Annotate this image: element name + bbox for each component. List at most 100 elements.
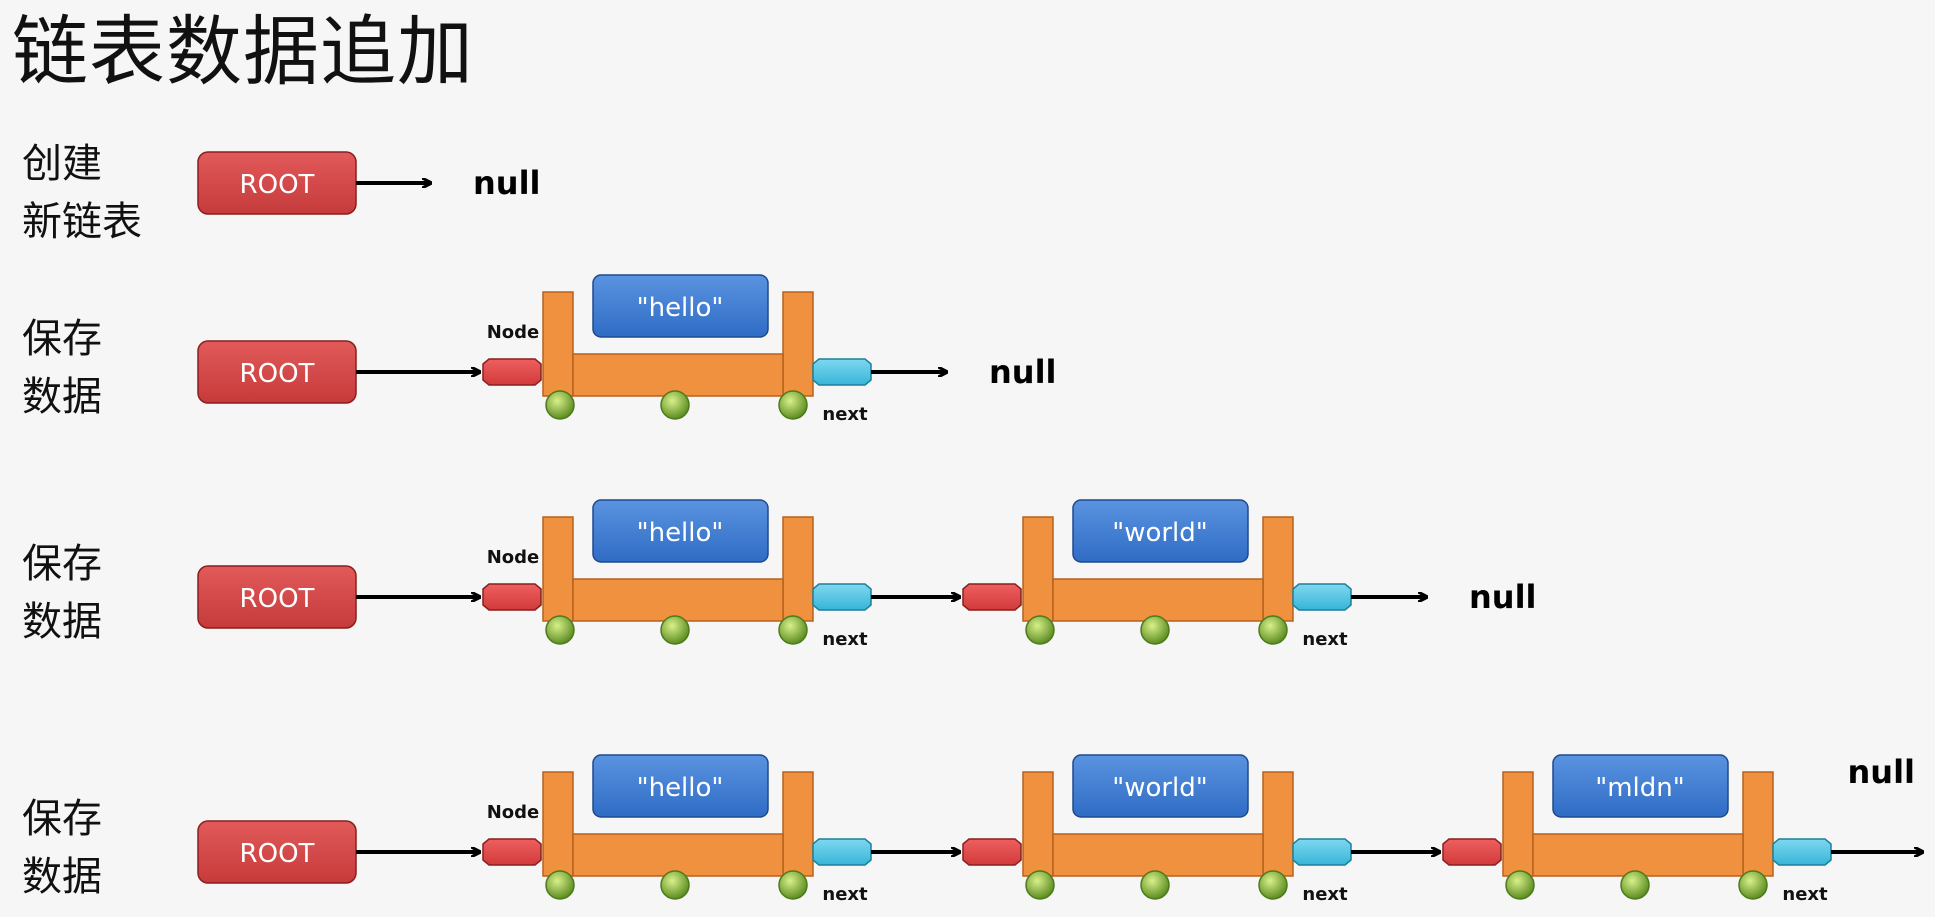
row-label-line2: 数据: [22, 599, 102, 645]
node-wheel: [1738, 870, 1768, 900]
row-label-line1: 保存: [22, 541, 102, 587]
row-label-save-3: 保存 数据: [22, 790, 162, 906]
list-node: Node "hello" next: [487, 499, 868, 650]
list-node: Node "hello" next: [487, 754, 868, 905]
data-box: [1072, 754, 1249, 818]
null-label: null: [1469, 578, 1537, 616]
next-label: next: [822, 884, 868, 905]
root-box: ROOT: [197, 820, 357, 884]
next-handle: [812, 358, 872, 386]
root-label: ROOT: [240, 359, 315, 389]
node-wheel: [1258, 615, 1288, 645]
root-box: ROOT: [197, 565, 357, 629]
next-label: next: [822, 629, 868, 650]
node-frame-base: [572, 833, 784, 877]
next-handle: [1292, 583, 1352, 611]
node-frame-left: [1502, 771, 1534, 877]
page-title: 链表数据追加: [12, 7, 474, 96]
node-frame-right: [782, 291, 814, 397]
root-box: ROOT: [197, 340, 357, 404]
row-label-line1: 创建: [22, 141, 102, 187]
data-box: [592, 274, 769, 338]
node-wheel: [778, 870, 808, 900]
data-value: "hello": [637, 518, 724, 548]
node-wheel: [1140, 870, 1170, 900]
next-label: next: [1302, 884, 1348, 905]
row-label-line2: 数据: [22, 854, 102, 900]
node-wheel: [660, 615, 690, 645]
next-handle: [812, 838, 872, 866]
row-label-save-1: 保存 数据: [22, 310, 162, 426]
node-wheel: [545, 390, 575, 420]
row-label-save-2: 保存 数据: [22, 535, 162, 651]
next-label: next: [1302, 629, 1348, 650]
data-value: "hello": [637, 293, 724, 323]
root-label: ROOT: [240, 584, 315, 614]
root-label: ROOT: [240, 170, 315, 200]
list-node: "mldn" next: [1502, 754, 1828, 905]
node-wheel: [545, 615, 575, 645]
data-value: "world": [1112, 518, 1208, 548]
data-box: [592, 754, 769, 818]
node-label: Node: [487, 322, 540, 343]
node-wheel: [545, 870, 575, 900]
row-label-line2: 数据: [22, 374, 102, 420]
node-frame-base: [572, 353, 784, 397]
node-wheel: [1620, 870, 1650, 900]
node-frame-base: [1052, 578, 1264, 622]
node-wheel: [1025, 870, 1055, 900]
node-frame-base: [572, 578, 784, 622]
node-frame-left: [542, 516, 574, 622]
node-handle: [962, 838, 1022, 866]
row-label-create: 创建 新链表: [22, 135, 162, 251]
row-label-line1: 保存: [22, 796, 102, 842]
node-wheel: [1258, 870, 1288, 900]
node-frame-left: [1022, 771, 1054, 877]
node-frame-base: [1052, 833, 1264, 877]
list-node: "world" next: [1022, 754, 1348, 905]
list-node: Node "hello" next: [487, 274, 868, 425]
data-value: "hello": [637, 773, 724, 803]
null-label: null: [1848, 753, 1916, 791]
node-handle: [482, 583, 542, 611]
node-frame-left: [1022, 516, 1054, 622]
node-handle: [482, 358, 542, 386]
list-node: "world" next: [1022, 499, 1348, 650]
null-label: null: [473, 164, 541, 202]
next-handle: [1292, 838, 1352, 866]
node-wheel: [1140, 615, 1170, 645]
node-wheel: [660, 870, 690, 900]
root-box: ROOT: [197, 151, 357, 215]
node-frame-right: [782, 516, 814, 622]
null-label: null: [989, 353, 1057, 391]
next-label: next: [822, 404, 868, 425]
node-wheel: [778, 390, 808, 420]
node-frame-right: [1262, 771, 1294, 877]
node-frame-left: [542, 771, 574, 877]
data-box: [592, 499, 769, 563]
node-frame-right: [782, 771, 814, 877]
node-handle: [962, 583, 1022, 611]
row-label-line2: 新链表: [22, 199, 142, 245]
node-label: Node: [487, 802, 540, 823]
next-handle: [812, 583, 872, 611]
node-wheel: [660, 390, 690, 420]
node-frame-base: [1532, 833, 1744, 877]
node-label: Node: [487, 547, 540, 568]
node-frame-right: [1742, 771, 1774, 877]
data-value: "world": [1112, 773, 1208, 803]
node-handle: [1442, 838, 1502, 866]
data-box: [1552, 754, 1729, 818]
node-frame-right: [1262, 516, 1294, 622]
root-label: ROOT: [240, 839, 315, 869]
node-handle: [482, 838, 542, 866]
next-handle: [1772, 838, 1832, 866]
next-label: next: [1782, 884, 1828, 905]
row-label-line1: 保存: [22, 316, 102, 362]
node-wheel: [778, 615, 808, 645]
data-box: [1072, 499, 1249, 563]
node-frame-left: [542, 291, 574, 397]
data-value: "mldn": [1595, 773, 1684, 803]
